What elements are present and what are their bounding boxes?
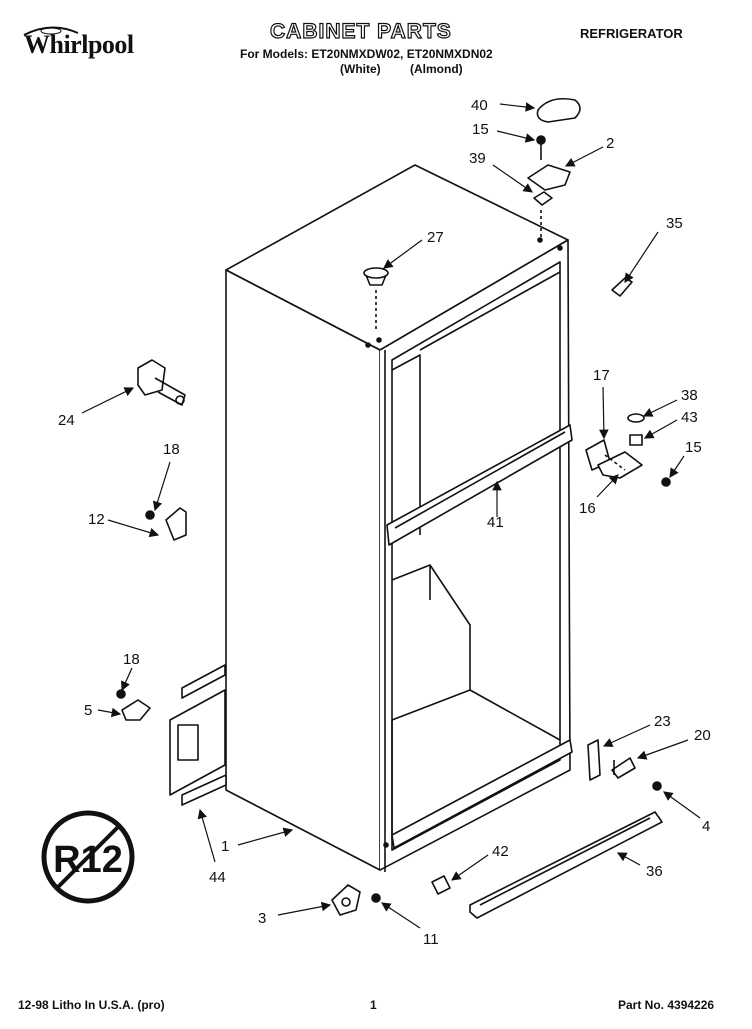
bottom-rail bbox=[391, 739, 573, 849]
callout-1: 1 bbox=[221, 838, 229, 855]
models-line: For Models: ET20NMXDW02, ET20NMXDN02 bbox=[240, 47, 493, 61]
part-number: Part No. 4394226 bbox=[618, 998, 715, 1012]
callout-23: 23 bbox=[654, 713, 671, 730]
leveling-bracket bbox=[137, 359, 186, 406]
callout-12: 12 bbox=[88, 511, 105, 528]
grille-clip bbox=[431, 875, 451, 895]
side-bracket bbox=[169, 664, 227, 806]
callout-16: 16 bbox=[579, 500, 596, 517]
hinge-pin-cover bbox=[611, 277, 633, 297]
center-hinge-left bbox=[145, 507, 187, 541]
callout-35: 35 bbox=[666, 215, 683, 232]
divider-rail bbox=[386, 424, 573, 546]
callout-39: 39 bbox=[469, 150, 486, 167]
variant-white: (White) bbox=[340, 62, 381, 76]
callout-2: 2 bbox=[606, 135, 614, 152]
hinge-shim bbox=[533, 191, 553, 206]
callout-4: 4 bbox=[702, 818, 710, 835]
cabinet-body bbox=[225, 164, 571, 872]
callout-42: 42 bbox=[492, 843, 509, 860]
callout-36: 36 bbox=[646, 863, 663, 880]
whirlpool-logo-swoosh bbox=[23, 26, 79, 36]
callout-27: 27 bbox=[427, 229, 444, 246]
callout-18-upper: 18 bbox=[163, 441, 180, 458]
callout-20: 20 bbox=[694, 727, 711, 744]
toe-grille bbox=[469, 811, 663, 919]
r12-refrigerant-badge: R12 bbox=[41, 810, 135, 904]
cabinet-plug bbox=[363, 267, 389, 330]
callout-41: 41 bbox=[487, 514, 504, 531]
callout-11: 11 bbox=[423, 931, 439, 948]
page-title: CABINET PARTS bbox=[269, 19, 452, 43]
callout-3: 3 bbox=[258, 910, 266, 927]
callout-17: 17 bbox=[593, 367, 610, 384]
page-number: 1 bbox=[370, 998, 377, 1012]
litho-line: 12-98 Litho In U.S.A. (pro) bbox=[18, 998, 165, 1012]
roller-assembly bbox=[331, 884, 381, 916]
callout-43: 43 bbox=[681, 409, 698, 426]
lower-hinge-right bbox=[587, 739, 662, 791]
callout-15-top: 15 bbox=[472, 121, 489, 138]
callout-40: 40 bbox=[471, 97, 488, 114]
callout-18-lower: 18 bbox=[123, 651, 140, 668]
hinge-cover bbox=[536, 97, 581, 123]
screw bbox=[536, 135, 546, 145]
center-hinge-right bbox=[585, 413, 671, 487]
whirlpool-logo: Whirlpool bbox=[24, 30, 134, 59]
appliance-type: REFRIGERATOR bbox=[580, 26, 683, 41]
callout-38: 38 bbox=[681, 387, 698, 404]
lower-hinge-left bbox=[116, 689, 151, 721]
svg-text:R12: R12 bbox=[53, 839, 123, 881]
callout-24: 24 bbox=[58, 412, 75, 429]
callout-5: 5 bbox=[84, 702, 92, 719]
top-hinge bbox=[527, 164, 571, 191]
callout-15-right: 15 bbox=[685, 439, 702, 456]
variant-almond: (Almond) bbox=[410, 62, 463, 76]
callout-44: 44 bbox=[209, 869, 226, 886]
